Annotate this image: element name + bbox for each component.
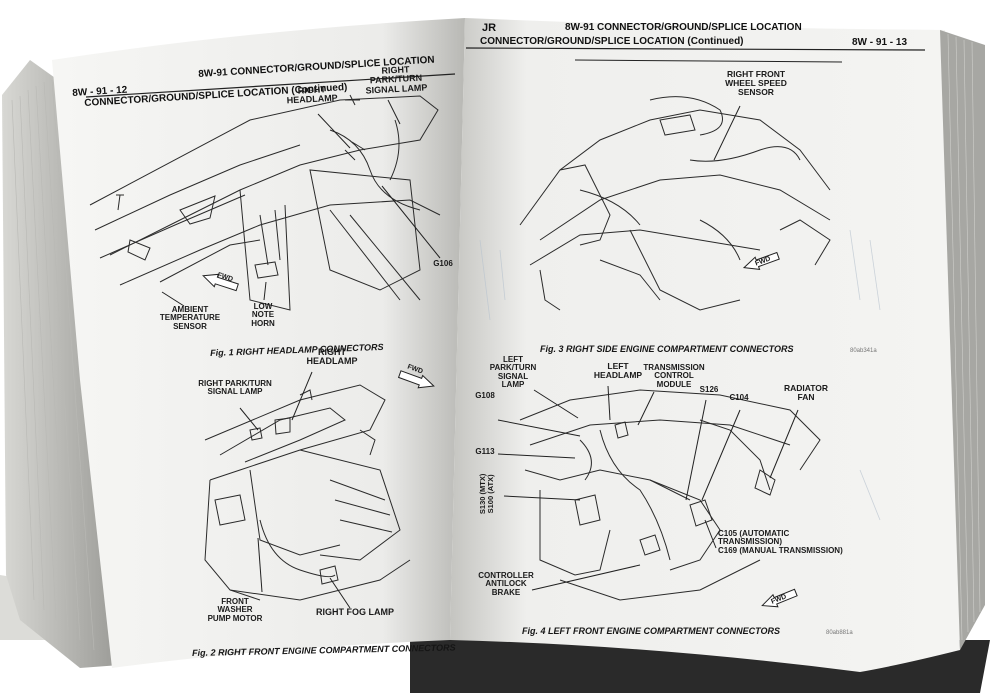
right-book-code: JR [482,22,497,34]
fig2-front-washer-label: FRONT WASHER PUMP MOTOR [207,597,263,623]
fig4-left-park-turn-label: LEFT PARK/TURN SIGNAL LAMP [489,355,537,390]
fig4-cab-label: CONTROLLER ANTILOCK BRAKE [478,571,534,597]
fig4-radiator-fan-label: RADIATOR FAN [783,383,829,402]
fig2-drawing [204,384,411,601]
left-page [52,18,465,668]
fig4-s130-label: S130 (MTX) S100 (ATX) [478,473,495,515]
fig3-drawing [519,96,831,311]
fwd-arrow-fig4 [761,588,798,608]
fig2-right-fog-label: RIGHT FOG LAMP [316,607,394,617]
right-section-title: CONNECTOR/GROUND/SPLICE LOCATION (Contin… [480,36,744,47]
fig3-code: 80ab341a [850,348,877,354]
right-page-number: 8W - 91 - 13 [852,37,908,48]
fwd-arrow-fig3 [742,251,780,271]
fig4-s126-label: S126 [699,385,719,394]
fig4-tcm-label: TRANSMISSION CONTROL MODULE [643,363,705,389]
fig4-caption: Fig. 4 LEFT FRONT ENGINE COMPARTMENT CON… [522,626,781,636]
fwd-arrow-fig1 [202,273,239,292]
fig4-c104-label: C104 [729,393,749,402]
fwd-arrow-fig2 [397,370,435,389]
fig1-low-note-horn-label: LOW NOTE HORN [251,302,275,328]
fig1-right-headlamp-label: RIGHT HEADLAMP [286,84,338,106]
fig3-wheel-speed-label: RIGHT FRONT WHEEL SPEED SENSOR [725,69,787,97]
right-running-head: 8W-91 CONNECTOR/GROUND/SPLICE LOCATION [565,22,802,33]
fig4-left-headlamp-label: LEFT HEADLAMP [593,361,643,380]
fig1-ambient-temp-label: AMBIENT TEMPERATURE SENSOR [159,305,221,331]
fig4-g108-label: G108 [475,391,495,400]
fig4-code: 80ab881a [826,630,853,636]
left-page-stack [2,60,120,668]
fig1-g106-label: G106 [433,259,453,268]
fig2-right-park-turn-label: RIGHT PARK/TURN SIGNAL LAMP [198,379,272,397]
fig1-drawing [89,94,441,311]
fig1-right-park-turn-label: RIGHT PARK/TURN SIGNAL LAMP [365,64,428,96]
fig4-drawing [519,389,821,601]
fig3-caption: Fig. 3 RIGHT SIDE ENGINE COMPARTMENT CON… [540,344,794,354]
fig4-g113-label: G113 [475,447,495,456]
fig4-c105-label: C105 (AUTOMATIC TRANSMISSION) C169 (MANU… [718,529,843,555]
fig2-right-headlamp-label: RIGHT HEADLAMP [306,347,358,367]
right-page [450,18,960,672]
